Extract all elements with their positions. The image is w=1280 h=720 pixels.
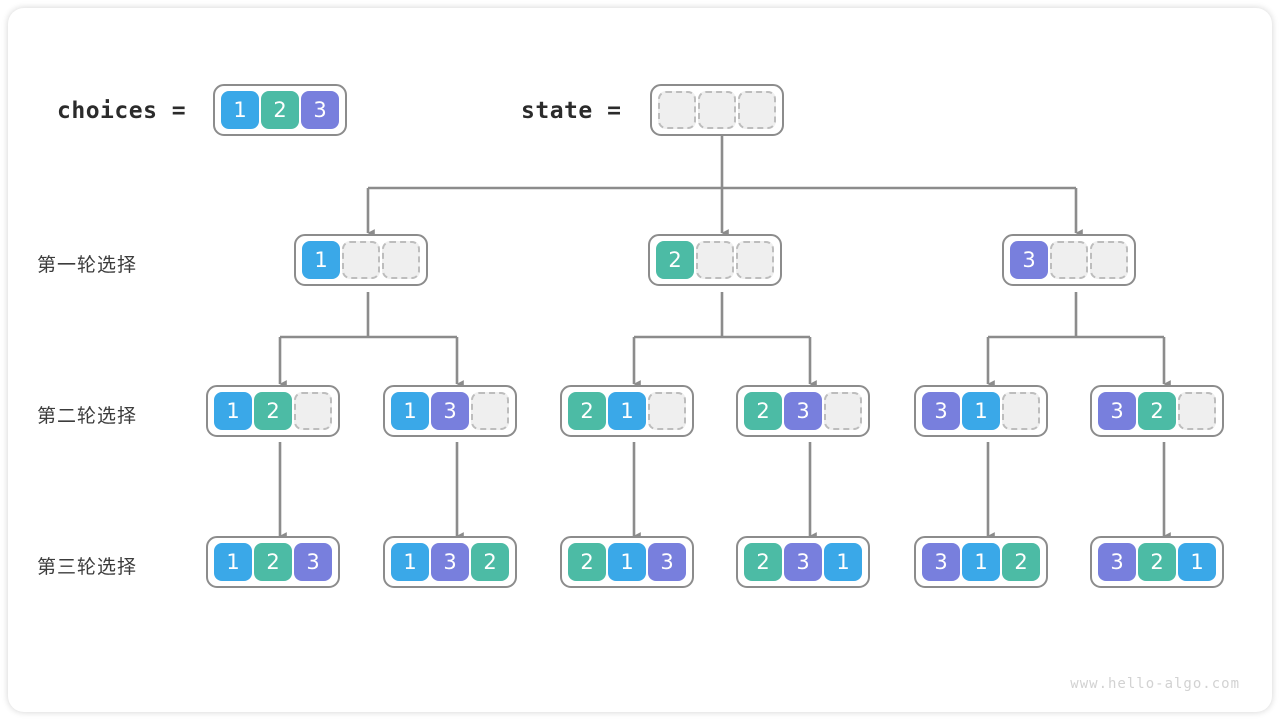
state-node-round3-4-cell-0: 2 — [744, 543, 782, 581]
state-node-round3-4-cell-1: 3 — [784, 543, 822, 581]
state-node-round2-1-cell-0: 1 — [214, 392, 252, 430]
state-node-round1-3-cell-0: 3 — [1010, 241, 1048, 279]
state-node-round2-6-cell-1: 2 — [1138, 392, 1176, 430]
state-node-round3-5-cell-1: 1 — [962, 543, 1000, 581]
state-node-round1-3: 3 — [1002, 234, 1136, 286]
state-node-round2-4-cell-0: 2 — [744, 392, 782, 430]
state-cell-2 — [738, 91, 776, 129]
state-node-round3-2-cell-1: 3 — [431, 543, 469, 581]
state-node-round2-5-cell-0: 3 — [922, 392, 960, 430]
row-label-round-3: 第三轮选择 — [37, 556, 138, 578]
state-node-round3-5-cell-2: 2 — [1002, 543, 1040, 581]
diagram-frame — [8, 8, 1272, 712]
state-node-round2-5-cell-2 — [1002, 392, 1040, 430]
choices-label: choices = — [57, 98, 187, 124]
state-node-round3-1-cell-2: 3 — [294, 543, 332, 581]
state-node-round3-2-cell-0: 1 — [391, 543, 429, 581]
state-node-round2-6-cell-2 — [1178, 392, 1216, 430]
state-node-round3-3-cell-1: 1 — [608, 543, 646, 581]
state-node-round3-6-cell-1: 2 — [1138, 543, 1176, 581]
state-node-round1-1: 1 — [294, 234, 428, 286]
state-node-round1-1-cell-2 — [382, 241, 420, 279]
state-node-round3-6-cell-2: 1 — [1178, 543, 1216, 581]
state-node-round2-3-cell-1: 1 — [608, 392, 646, 430]
state-node-round3-1-cell-1: 2 — [254, 543, 292, 581]
state-node-round3-3-cell-0: 2 — [568, 543, 606, 581]
choices-cell-0: 1 — [221, 91, 259, 129]
state-node-round1-1-cell-0: 1 — [302, 241, 340, 279]
state-node-round1-3-cell-2 — [1090, 241, 1128, 279]
state-node-round3-5-cell-0: 3 — [922, 543, 960, 581]
state-node-round1-2-cell-2 — [736, 241, 774, 279]
row-label-round-1: 第一轮选择 — [37, 254, 138, 276]
state-array — [650, 84, 784, 136]
state-node-round1-1-cell-1 — [342, 241, 380, 279]
state-node-round3-3-cell-2: 3 — [648, 543, 686, 581]
state-node-round2-1-cell-1: 2 — [254, 392, 292, 430]
state-node-round3-6-cell-0: 3 — [1098, 543, 1136, 581]
state-cell-1 — [698, 91, 736, 129]
state-node-round1-2-cell-0: 2 — [656, 241, 694, 279]
state-node-round2-4-cell-2 — [824, 392, 862, 430]
state-node-round3-4-cell-2: 1 — [824, 543, 862, 581]
state-node-round2-5-cell-1: 1 — [962, 392, 1000, 430]
state-node-round1-3-cell-1 — [1050, 241, 1088, 279]
choices-cell-2: 3 — [301, 91, 339, 129]
state-cell-0 — [658, 91, 696, 129]
state-node-round2-3-cell-0: 2 — [568, 392, 606, 430]
state-node-round2-4-cell-1: 3 — [784, 392, 822, 430]
state-node-round2-3-cell-2 — [648, 392, 686, 430]
state-label: state = — [521, 98, 622, 124]
state-node-round3-2-cell-2: 2 — [471, 543, 509, 581]
row-label-round-2: 第二轮选择 — [37, 405, 138, 427]
state-node-round2-2-cell-2 — [471, 392, 509, 430]
choices-cell-1: 2 — [261, 91, 299, 129]
state-node-round3-1-cell-0: 1 — [214, 543, 252, 581]
state-node-round1-2-cell-1 — [696, 241, 734, 279]
state-node-round2-2-cell-1: 3 — [431, 392, 469, 430]
state-node-round2-2-cell-0: 1 — [391, 392, 429, 430]
state-node-round2-6-cell-0: 3 — [1098, 392, 1136, 430]
watermark: www.hello-algo.com — [1070, 676, 1240, 692]
state-node-round1-2: 2 — [648, 234, 782, 286]
state-node-round2-1-cell-2 — [294, 392, 332, 430]
